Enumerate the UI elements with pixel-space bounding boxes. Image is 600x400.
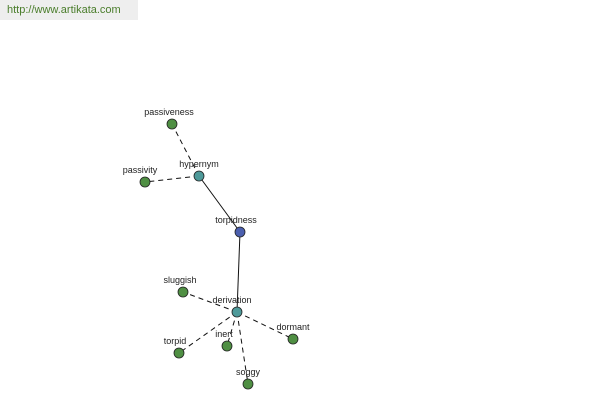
node-label-soggy: soggy [236,367,261,377]
edge-torpidness-hypernym [198,175,241,233]
edge-derivation-sluggish [182,291,238,313]
node-dormant[interactable]: dormant [276,322,310,345]
node-soggy[interactable]: soggy [236,367,261,390]
graph-nodes: torpidness hypernym passiveness passivity de… [123,107,310,390]
node-label-hypernym: hypernym [179,159,219,169]
node-passiveness[interactable]: passiveness [144,107,194,130]
node-dot-hypernym[interactable] [193,170,205,182]
node-dot-soggy[interactable] [242,378,254,390]
graph-edges [144,123,294,385]
node-dot-torpidness[interactable] [234,226,246,238]
node-label-torpidness: torpidness [215,215,257,225]
node-derivation[interactable]: derivation [212,295,252,318]
node-label-dormant: dormant [276,322,310,332]
node-label-passiveness: passiveness [144,107,194,117]
site-url-link[interactable]: http://www.artikata.com [7,4,121,16]
node-dot-torpid[interactable] [173,347,185,359]
node-dot-inert[interactable] [221,340,233,352]
edge-torpidness-derivation [236,231,241,313]
node-dot-dormant[interactable] [287,333,299,345]
node-torpid[interactable]: torpid [164,336,187,359]
node-label-torpid: torpid [164,336,187,346]
node-passivity[interactable]: passivity [123,165,158,188]
node-dot-sluggish[interactable] [177,286,189,298]
node-dot-passiveness[interactable] [166,118,178,130]
edge-hypernym-passivity [144,175,200,183]
node-dot-derivation[interactable] [231,306,243,318]
node-sluggish[interactable]: sluggish [163,275,197,298]
node-torpidness[interactable]: torpidness [215,215,257,238]
edge-derivation-dormant [236,311,294,340]
node-dot-passivity[interactable] [139,176,151,188]
edge-derivation-soggy [236,311,249,385]
node-label-inert: inert [215,329,233,339]
edge-derivation-inert [226,311,238,347]
url-banner: http://www.artikata.com [0,0,138,20]
node-inert[interactable]: inert [215,329,233,352]
node-label-passivity: passivity [123,165,158,175]
edge-hypernym-passiveness [171,123,200,177]
node-label-sluggish: sluggish [163,275,196,285]
edge-derivation-torpid [178,311,238,354]
node-label-derivation: derivation [212,295,251,305]
node-hypernym[interactable]: hypernym [179,159,219,182]
